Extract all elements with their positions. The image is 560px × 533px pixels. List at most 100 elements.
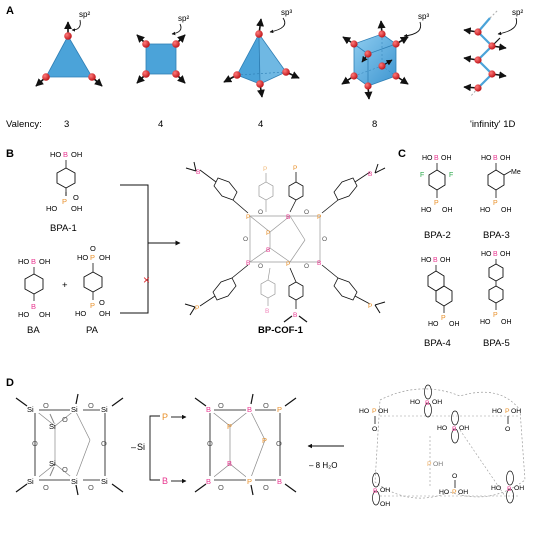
boron-atom: B (373, 488, 378, 495)
atom-label: HO (491, 485, 501, 492)
phosphorus-atom: P (195, 305, 199, 312)
boron-atom: B (31, 257, 36, 266)
atom-label: OH (442, 207, 453, 214)
valency-value: 4 (258, 119, 263, 130)
atom-label: OH (501, 207, 512, 214)
compound-label: BPA-3 (483, 230, 510, 241)
panel-a-letter: A (6, 5, 14, 17)
triangle-node: sp² (35, 10, 103, 87)
atom-label: HO (481, 251, 492, 258)
panel-c: C HO B OH F F P HO OH BPA-2 HO B OH Me P (398, 148, 521, 349)
atom-label: OH (71, 204, 82, 213)
atom-label: HO (422, 155, 433, 162)
boron-atom: B (368, 171, 372, 178)
atom-label: HO (18, 310, 29, 319)
atom-label: HO (410, 399, 420, 406)
hybridization-label: sp³ (281, 8, 292, 17)
atom-label: O (258, 263, 263, 270)
atom-label: O (372, 426, 377, 433)
si-substitution: – Si P B (131, 412, 187, 486)
panel-a: A sp² sp² (6, 5, 523, 130)
atom-label: OH (380, 487, 390, 494)
atom-label: OH (99, 309, 110, 318)
equilibrium-arrow: – 8 H₂O (307, 443, 344, 470)
atom-label: OH (39, 310, 50, 319)
valency-value: 3 (64, 119, 69, 130)
boron-atom: B (507, 486, 512, 493)
atom-label: OH (441, 155, 452, 162)
bpa4-molecule: HO B OH P HO OH (421, 257, 460, 328)
boron-atom: B (206, 405, 211, 414)
atom-label: HO (480, 319, 491, 326)
bp-cage: B P B P B P B P B O O O O O O (194, 393, 297, 496)
atom-label: OH (71, 150, 82, 159)
atom-label: O (304, 263, 309, 270)
panel-d-letter: D (6, 377, 14, 389)
fluorine-atom: F (420, 172, 424, 179)
water-loss-label: – 8 H₂O (309, 461, 337, 470)
compound-label: BPA-2 (424, 230, 451, 241)
phosphorus-atom: P (277, 405, 282, 414)
atom-label: OH (514, 485, 524, 492)
atom-label: HO (481, 155, 492, 162)
atom-label: HO (77, 253, 88, 262)
boron-atom: B (266, 247, 270, 254)
phosphorus-atom: P (247, 477, 252, 486)
ba-label: BA (27, 325, 40, 336)
boron-atom: B (317, 260, 321, 267)
atom-label: HO (480, 207, 491, 214)
atom-label: OH (440, 257, 451, 264)
valency-value: 4 (158, 119, 163, 130)
boron-atom: B (433, 257, 438, 264)
hybridization-label: sp³ (418, 12, 429, 21)
chain-node: sp² (463, 8, 523, 98)
atom-label: HO (50, 150, 61, 159)
phosphorus-atom: P (263, 166, 267, 173)
bpa1-label: BPA-1 (50, 223, 77, 234)
atom-label: OH (99, 253, 110, 262)
phosphorus-atom: P (293, 165, 297, 172)
panel-b-letter: B (6, 148, 14, 160)
boron-atom: B (247, 405, 252, 414)
valency-value: 8 (372, 119, 377, 130)
atom-label: OH (449, 321, 460, 328)
plus-sign: + (62, 280, 68, 291)
no-reaction-mark: × (143, 273, 150, 287)
bpa5-molecule: HO B OH P HO OH (480, 251, 512, 326)
atom-label: OH (459, 425, 469, 432)
boron-atom: B (493, 251, 498, 258)
boron-atom: B (246, 260, 250, 267)
atom-label: HO (428, 321, 439, 328)
atom-label: O (73, 193, 79, 202)
silicon-cage: Si Si Si Si Si Si Si Si O O O O O O O O (15, 393, 124, 496)
hybridization-label: sp² (79, 10, 90, 19)
silicon-atom: Si (27, 477, 34, 486)
atom-label: O (43, 401, 49, 410)
atom-label: OH (501, 319, 512, 326)
compound-label: BPA-4 (424, 338, 451, 349)
atom-label: O (62, 465, 68, 474)
atom-label: O (276, 439, 282, 448)
atom-label: HO (421, 207, 432, 214)
atom-label: OH (433, 461, 443, 468)
phosphorus-atom: P (452, 489, 457, 496)
silicon-atom: Si (27, 405, 34, 414)
atom-label: HO (46, 204, 57, 213)
pa-molecule: HO P OH O P HO OH O (75, 244, 110, 318)
atom-label: O (62, 415, 68, 424)
phosphorus-atom: P (441, 315, 446, 322)
cube-node: sp³ (341, 12, 429, 100)
boron-atom: B (31, 302, 36, 311)
silicon-atom: Si (49, 422, 56, 431)
boron-atom: B (493, 155, 498, 162)
boron-atom: B (286, 214, 290, 221)
bp-cof-1-structure: P P B B B P P B O O O O O O B B (184, 161, 386, 323)
atom-label: OH (458, 489, 468, 496)
atom-label: OH (39, 257, 50, 266)
atom-label: O (88, 401, 94, 410)
phosphorus-atom: P (317, 214, 321, 221)
atom-label: O (101, 439, 107, 448)
tetrahedron-node: sp³ (223, 8, 300, 98)
valency-value: 'infinity' 1D (470, 119, 515, 130)
bpa3-molecule: HO B OH Me P HO OH (480, 155, 521, 214)
